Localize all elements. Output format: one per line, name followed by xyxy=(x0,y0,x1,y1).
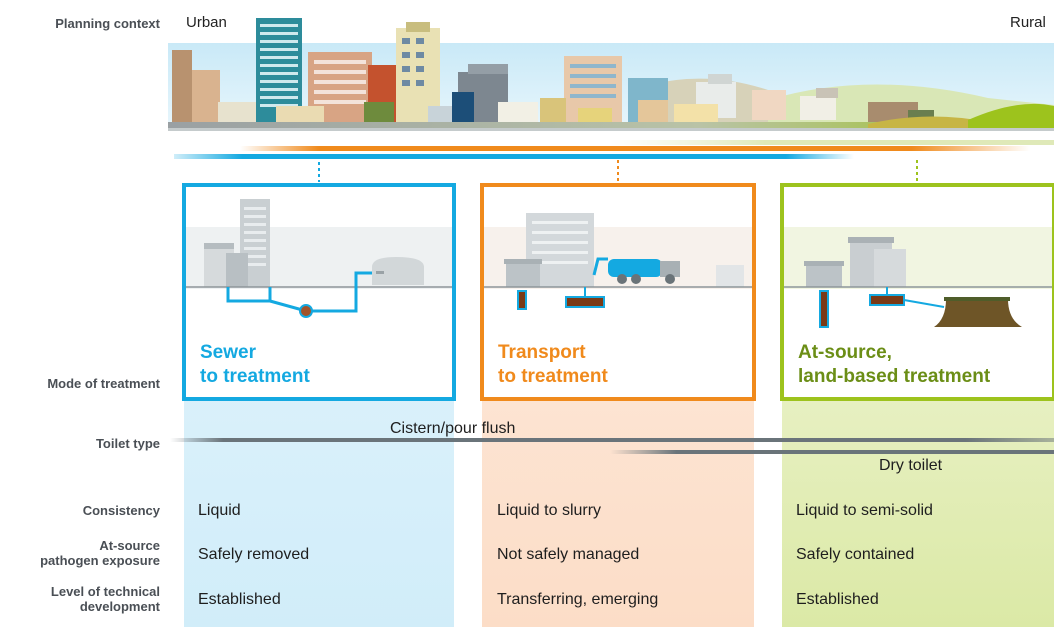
transport-pathogen-exposure: Not safely managed xyxy=(497,546,640,563)
at-source-illustration xyxy=(784,227,1052,328)
transport-mode-title-line1: Transport xyxy=(498,342,586,363)
cistern-pour-flush-label: Cistern/pour flush xyxy=(390,420,516,437)
technical-development-label: Level of technical development xyxy=(51,584,160,614)
pathogen-exposure-label-line2: pathogen exposure xyxy=(40,553,160,568)
urban-to-rural-skyline-illustration xyxy=(168,18,1054,131)
spectrum-connectors xyxy=(318,160,918,182)
transport-technical-development: Transferring, emerging xyxy=(497,591,659,608)
transport-illustration xyxy=(484,213,752,310)
planning-spectrum-bars xyxy=(174,140,1054,159)
at-source-consistency: Liquid to semi-solid xyxy=(796,502,933,519)
transport-to-treatment-box: Transport to treatment xyxy=(480,183,756,401)
at-source-technical-development: Established xyxy=(796,591,879,608)
dry-toilet-label: Dry toilet xyxy=(879,457,943,474)
at-source-treatment-box: At-source, land-based treatment xyxy=(780,183,1054,401)
transport-consistency: Liquid to slurry xyxy=(497,502,602,519)
toilet-type-label: Toilet type xyxy=(95,436,160,451)
sewer-mode-title: Sewer to treatment xyxy=(200,341,310,389)
pathogen-exposure-label: At-source pathogen exposure xyxy=(40,538,160,568)
transport-mode-title-line2: to treatment xyxy=(498,366,608,387)
consistency-label: Consistency xyxy=(82,503,160,518)
sewer-pathogen-exposure: Safely removed xyxy=(198,546,310,563)
sewer-mode-title-line2: to treatment xyxy=(200,366,310,387)
sewer-consistency: Liquid xyxy=(198,502,241,519)
sewer-technical-development: Established xyxy=(198,591,281,608)
urban-label: Urban xyxy=(186,14,227,31)
sewer-to-treatment-box: Sewer to treatment xyxy=(182,183,456,401)
at-source-mode-title-line2: land-based treatment xyxy=(798,366,991,387)
transport-mode-title: Transport to treatment xyxy=(498,341,608,389)
toilet-type-bars xyxy=(170,438,1054,454)
mode-of-treatment-label: Mode of treatment xyxy=(47,376,160,391)
at-source-mode-title-line1: At-source, xyxy=(798,342,892,363)
pathogen-exposure-label-line1: At-source xyxy=(99,538,160,553)
sewer-network-illustration xyxy=(186,199,452,318)
planning-context-label: Planning context xyxy=(55,16,160,31)
at-source-mode-title: At-source, land-based treatment xyxy=(798,341,990,389)
technical-development-label-line2: development xyxy=(79,599,160,614)
rural-label: Rural xyxy=(1010,14,1046,31)
at-source-pathogen-exposure: Safely contained xyxy=(796,546,915,563)
technical-development-label-line1: Level of technical xyxy=(50,584,160,599)
sewer-mode-title-line1: Sewer xyxy=(200,342,256,363)
